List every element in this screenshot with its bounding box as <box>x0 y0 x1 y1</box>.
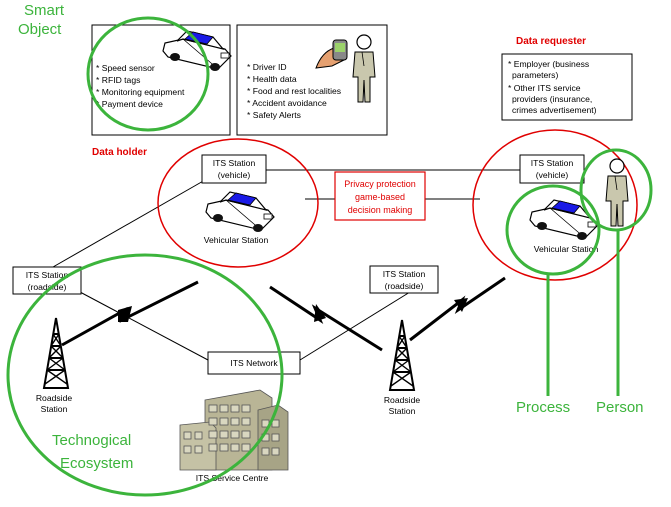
technogical-ecosystem-circle <box>6 253 284 497</box>
data-holder-label: Data holder <box>92 147 147 158</box>
svg-text:parameters): parameters) <box>512 70 558 80</box>
svg-text:Privacy protection: Privacy protection <box>344 179 416 189</box>
svg-text:* Speed sensor: * Speed sensor <box>96 63 155 73</box>
person-icon <box>605 158 629 227</box>
svg-text:(roadside): (roadside) <box>28 282 67 292</box>
svg-text:Station: Station <box>41 404 68 414</box>
radio-tower-icon <box>389 319 415 391</box>
svg-text:game-based: game-based <box>355 192 405 202</box>
svg-text:providers (insurance,: providers (insurance, <box>512 94 592 104</box>
car-icon <box>529 199 599 241</box>
svg-text:* Health data: * Health data <box>247 74 297 84</box>
svg-text:* Driver ID: * Driver ID <box>247 62 287 72</box>
svg-text:Station: Station <box>389 406 416 416</box>
its-station-vehicle-left <box>201 154 267 184</box>
privacy-protection-box <box>334 171 426 221</box>
its-network-box <box>207 351 301 375</box>
smart-object-list: * Speed sensor * RFID tags * Monitoring … <box>96 63 185 109</box>
technogical-ecosystem-label-line2: Ecosystem <box>60 455 133 472</box>
data-requester-label: Data requester <box>516 36 586 47</box>
car-icon <box>205 191 275 233</box>
svg-text:ITS Station: ITS Station <box>26 270 69 280</box>
data-requester-box <box>501 53 633 121</box>
svg-text:* Other ITS service: * Other ITS service <box>508 83 581 93</box>
person-circle <box>579 148 653 232</box>
svg-text:* Payment device: * Payment device <box>96 99 163 109</box>
driver-data-list: * Driver ID * Health data * Food and res… <box>247 62 341 120</box>
smart-object-circle <box>86 16 210 132</box>
its-service-centre-label: ITS Service Centre <box>196 473 269 483</box>
vehicular-station-label-right: Vehicular Station <box>534 244 599 254</box>
svg-text:ITS Network: ITS Network <box>230 358 278 368</box>
process-circle <box>505 184 601 276</box>
data-requester-circle <box>472 129 638 281</box>
svg-text:crimes advertisement): crimes advertisement) <box>512 105 597 115</box>
svg-text:* Employer (business: * Employer (business <box>508 59 589 69</box>
svg-text:ITS Station: ITS Station <box>213 158 256 168</box>
smart-object-label-line2: Object <box>18 21 62 38</box>
technogical-ecosystem-label: Technogical <box>52 432 131 449</box>
svg-text:* Safety Alerts: * Safety Alerts <box>247 110 301 120</box>
smart-object-label: Smart <box>24 2 65 19</box>
hand-device-icon <box>315 39 348 69</box>
vehicular-station-label: Vehicular Station <box>204 235 269 245</box>
lightning-link-icon <box>61 276 506 352</box>
svg-text:(vehicle): (vehicle) <box>218 170 251 180</box>
svg-text:(roadside): (roadside) <box>385 281 424 291</box>
svg-text:ITS Station: ITS Station <box>383 269 426 279</box>
svg-text:* Food and rest localities: * Food and rest localities <box>247 86 341 96</box>
its-station-vehicle-right <box>519 154 585 184</box>
building-icon <box>179 389 289 471</box>
svg-text:* Accident avoidance: * Accident avoidance <box>247 98 327 108</box>
roadside-station-label-left: Roadside <box>36 393 73 403</box>
data-requester-list: * Employer (business parameters) * Other… <box>508 59 597 115</box>
radio-tower-icon <box>43 317 69 389</box>
roadside-station-label-mid: Roadside <box>384 395 421 405</box>
links <box>52 169 520 361</box>
svg-text:decision making: decision making <box>348 205 413 215</box>
person-label: Person <box>596 399 644 416</box>
svg-text:ITS Station: ITS Station <box>531 158 574 168</box>
svg-text:(vehicle): (vehicle) <box>536 170 569 180</box>
its-station-roadside-mid <box>369 265 439 294</box>
svg-text:* RFID tags: * RFID tags <box>96 75 140 85</box>
process-label: Process <box>516 399 570 416</box>
data-holder-circle <box>157 138 319 268</box>
svg-text:* Monitoring equipment: * Monitoring equipment <box>96 87 185 97</box>
